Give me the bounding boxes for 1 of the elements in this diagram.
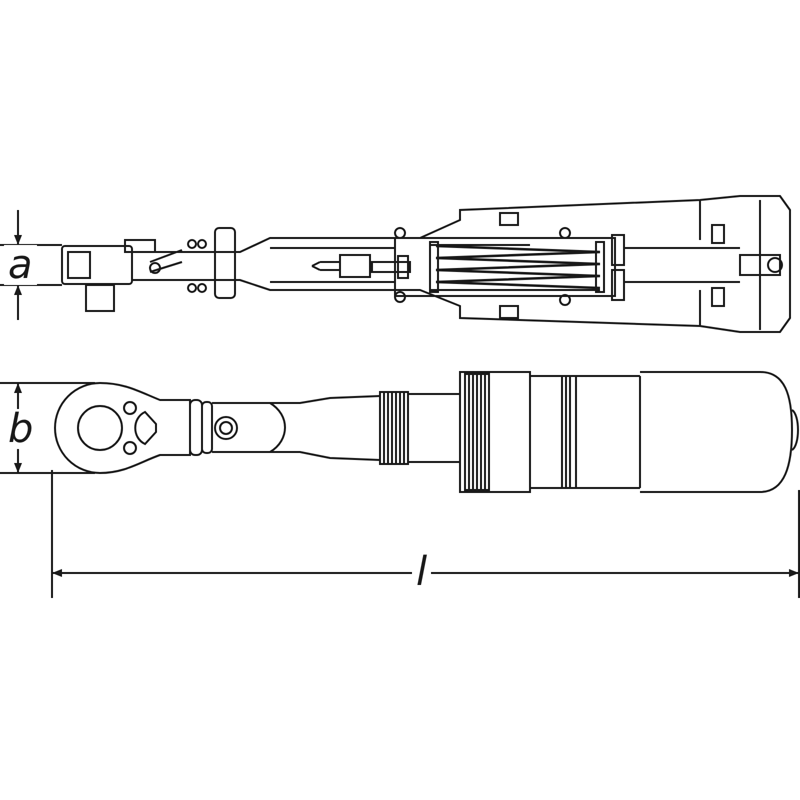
dimension-label: a [4,245,37,285]
